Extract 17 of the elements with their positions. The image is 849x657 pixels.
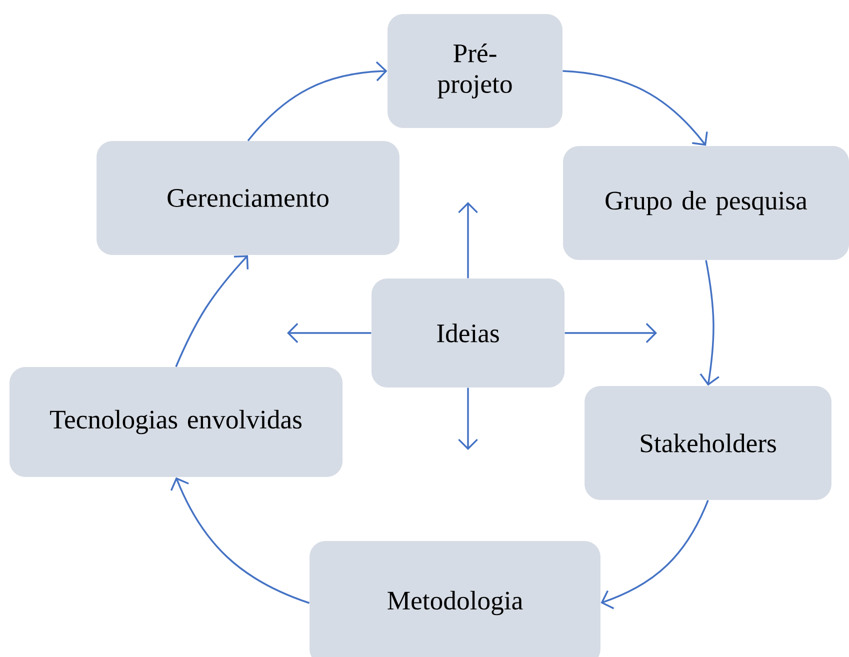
process-box: Gerenciamento: [96, 141, 400, 255]
arrow: [170, 477, 310, 604]
arrow: [564, 323, 658, 343]
arrow: [175, 255, 249, 368]
process-box: Ideias: [371, 278, 565, 388]
process-box: Tecnologias envolvidas: [9, 367, 343, 477]
arrow: [247, 61, 388, 142]
arrow: [458, 388, 478, 450]
arrow: [458, 202, 478, 278]
arrow: [287, 323, 372, 343]
process-box: Pré-projeto: [388, 14, 562, 128]
process-box: Stakeholders: [584, 386, 832, 500]
process-box: Grupo de pesquisa: [563, 146, 849, 260]
arrow: [600, 500, 709, 610]
process-box: Metodologia: [310, 541, 600, 657]
arrow: [562, 70, 708, 146]
arrow: [700, 260, 720, 386]
